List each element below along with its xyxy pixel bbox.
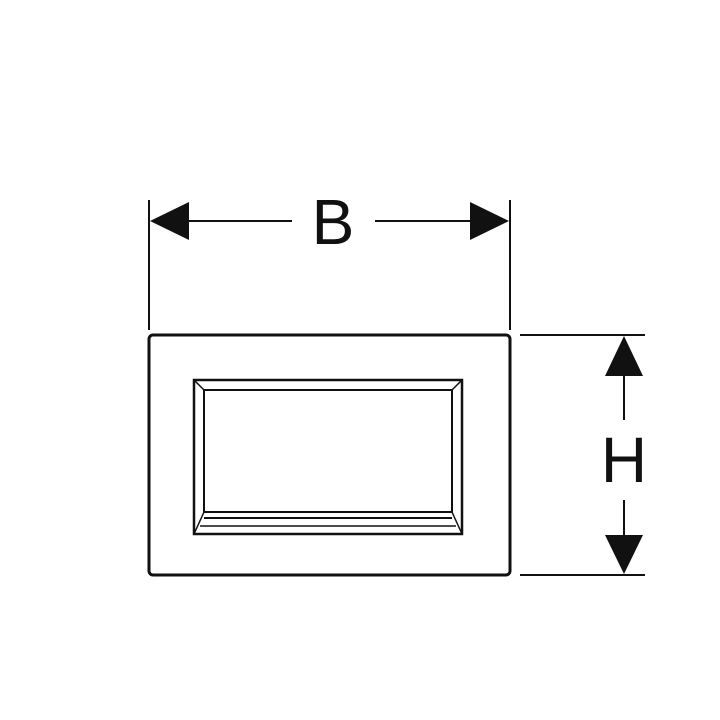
height-label: H	[601, 424, 647, 496]
flush-plate	[147, 333, 512, 577]
width-dimension: B	[148, 186, 511, 330]
bevel-bottom-right	[451, 511, 463, 535]
width-arrowhead-right	[470, 202, 509, 240]
bevel-top-left	[193, 379, 205, 391]
outer-plate-frame	[147, 333, 512, 577]
inner-button-face	[203, 389, 453, 513]
height-dimension: H	[520, 334, 647, 576]
height-arrowhead-bottom	[605, 535, 643, 574]
width-arrowhead-left	[150, 202, 189, 240]
width-label: B	[312, 186, 355, 258]
bevel-top-right	[451, 379, 463, 391]
height-arrowhead-top	[605, 336, 643, 376]
inner-button-frame	[192, 378, 464, 536]
bevel-bottom-left	[193, 511, 205, 535]
